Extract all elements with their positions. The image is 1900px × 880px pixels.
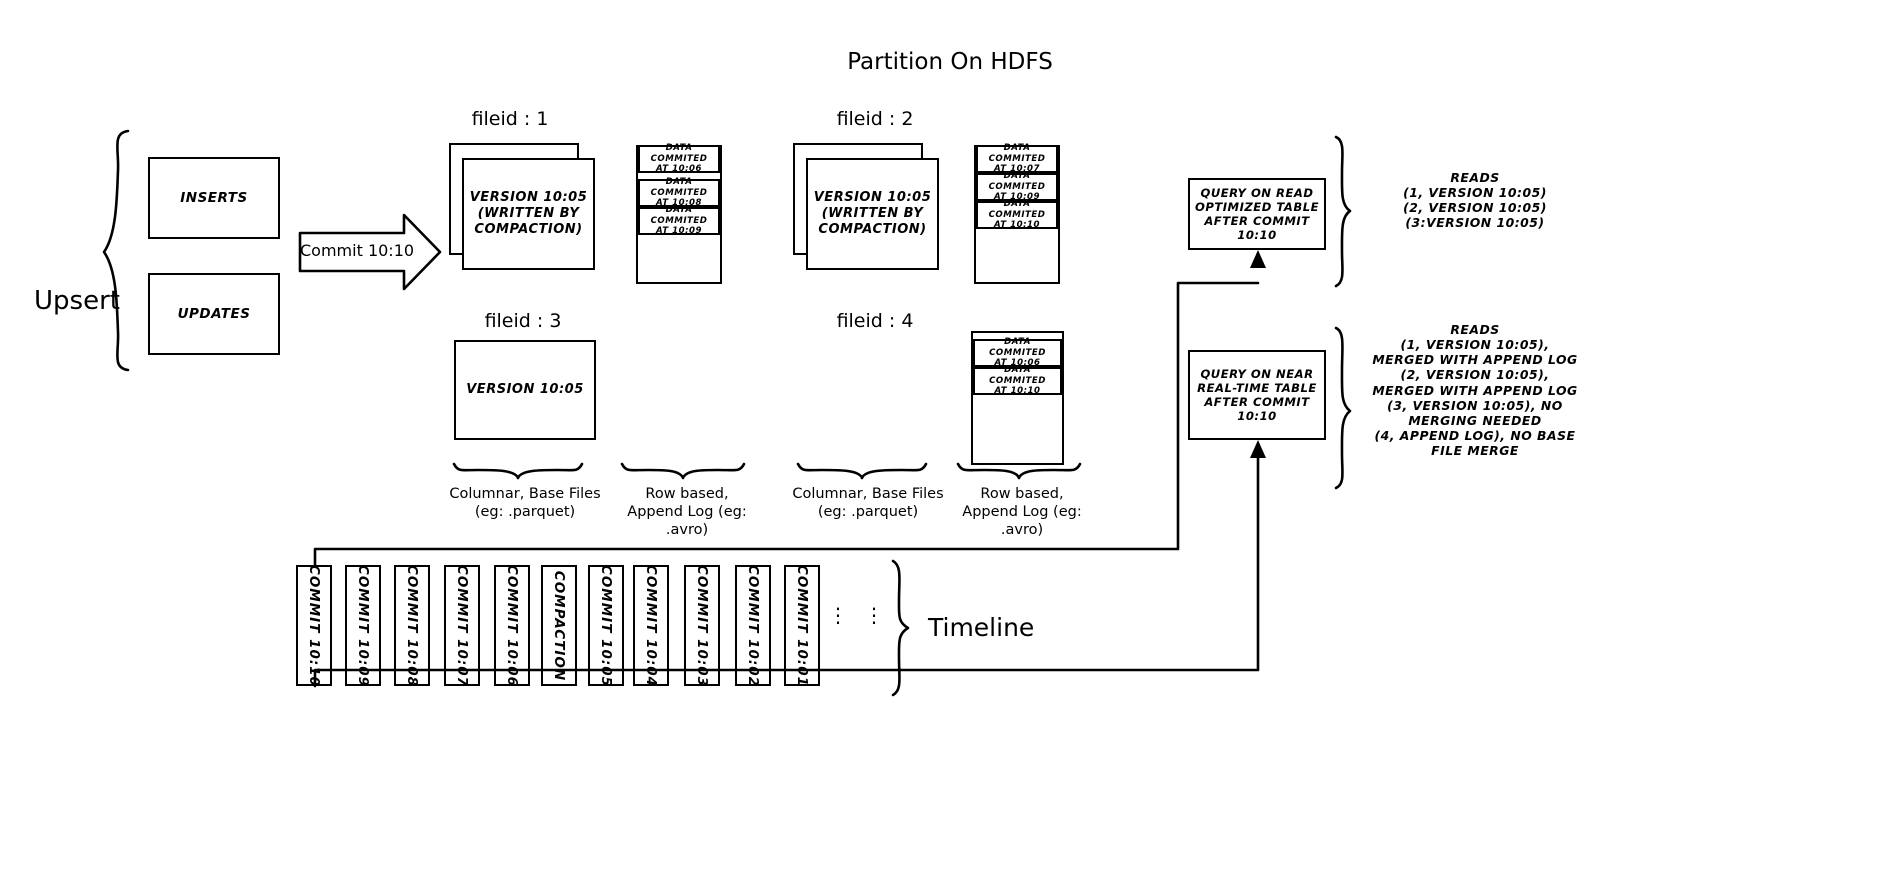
brace-rowbased-right-icon: [956, 462, 1082, 480]
fileid-1-base-file-label: VERSION 10:05 (WRITTEN BY COMPACTION): [469, 190, 588, 237]
timeline-item[interactable]: COMMIT 10:09: [345, 564, 381, 687]
reads-near-real-time-text: READS (1, VERSION 10:05), MERGED WITH AP…: [1372, 322, 1578, 458]
brace-rowbased-left-icon: [620, 462, 746, 480]
timeline-item-label: COMPACTION: [551, 570, 567, 681]
fileid-4-log-file[interactable]: DATA COMMITED AT 10:06 DATA COMMITED AT …: [971, 331, 1064, 465]
arrowhead-to-near-real-time-icon: [1250, 440, 1266, 458]
timeline-ellipsis-2: ⋮: [864, 603, 884, 627]
fileid-3-base-file-label: VERSION 10:05: [466, 382, 584, 398]
timeline-item-label: COMMIT 10:04: [643, 564, 659, 687]
inserts-box[interactable]: INSERTS: [148, 157, 280, 239]
arrowhead-to-read-optimized-icon: [1250, 250, 1266, 268]
timeline-item[interactable]: COMMIT 10:06: [494, 564, 530, 687]
timeline-ellipsis-1: ⋮: [828, 603, 848, 627]
brace-timeline-icon: [891, 559, 910, 697]
caption-rowbased-right: Row based, Append Log (eg: .avro): [962, 486, 1082, 539]
brace-columnar-left-icon: [452, 462, 584, 480]
fileid-2-base-file[interactable]: VERSION 10:05 (WRITTEN BY COMPACTION): [806, 158, 939, 270]
timeline-item-label: COMMIT 10:10: [306, 564, 322, 687]
log-entry: DATA COMMITED AT 10:10: [976, 199, 1058, 230]
caption-columnar-left: Columnar, Base Files (eg: .parquet): [449, 486, 601, 521]
log-entry: DATA COMMITED AT 10:09: [976, 171, 1058, 202]
caption-columnar-right: Columnar, Base Files (eg: .parquet): [792, 486, 944, 521]
fileid-2-heading: fileid : 2: [836, 108, 914, 130]
log-entry: DATA COMMITED AT 10:10: [973, 365, 1062, 396]
caption-rowbased-left: Row based, Append Log (eg: .avro): [627, 486, 747, 539]
timeline-item-label: COMMIT 10:06: [504, 564, 520, 687]
fileid-4-heading: fileid : 4: [836, 310, 914, 332]
fileid-2-base-file-label: VERSION 10:05 (WRITTEN BY COMPACTION): [813, 190, 932, 237]
fileid-1-base-file[interactable]: VERSION 10:05 (WRITTEN BY COMPACTION): [462, 158, 595, 270]
fileid-2-log-file[interactable]: DATA COMMITED AT 10:07 DATA COMMITED AT …: [974, 143, 1060, 284]
timeline-item-label: COMMIT 10:07: [454, 564, 470, 687]
fileid-3-heading: fileid : 3: [484, 310, 562, 332]
updates-label: UPDATES: [177, 305, 251, 322]
fileid-3-base-file[interactable]: VERSION 10:05: [454, 340, 596, 440]
brace-reads-read-optimized-icon: [1334, 135, 1352, 288]
timeline-item-label: COMMIT 10:01: [794, 564, 810, 687]
query-near-real-time-label: QUERY ON NEAR REAL-TIME TABLE AFTER COMM…: [1197, 366, 1317, 424]
brace-reads-near-real-time-icon: [1334, 326, 1352, 490]
inserts-label: INSERTS: [180, 189, 248, 206]
timeline-item[interactable]: COMMIT 10:05: [588, 564, 624, 687]
timeline-label: Timeline: [928, 613, 1035, 642]
timeline-item-label: COMMIT 10:05: [598, 564, 614, 687]
commit-arrow-label: Commit 10:10: [300, 241, 415, 260]
query-read-optimized-box[interactable]: QUERY ON READ OPTIMIZED TABLE AFTER COMM…: [1188, 178, 1326, 250]
updates-box[interactable]: UPDATES: [148, 273, 280, 355]
timeline-item[interactable]: COMMIT 10:10: [296, 564, 332, 687]
timeline-item-label: COMMIT 10:03: [694, 564, 710, 687]
query-near-real-time-box[interactable]: QUERY ON NEAR REAL-TIME TABLE AFTER COMM…: [1188, 350, 1326, 440]
page-title: Partition On HDFS: [847, 49, 1053, 75]
timeline-item-label: COMMIT 10:08: [404, 564, 420, 687]
query-read-optimized-label: QUERY ON READ OPTIMIZED TABLE AFTER COMM…: [1194, 185, 1320, 243]
timeline-item[interactable]: COMMIT 10:04: [633, 564, 669, 687]
timeline-item[interactable]: COMMIT 10:08: [394, 564, 430, 687]
log-entry: DATA COMMITED AT 10:07: [976, 143, 1058, 174]
timeline-item[interactable]: COMMIT 10:01: [784, 564, 820, 687]
timeline-item[interactable]: COMMIT 10:03: [684, 564, 720, 687]
upsert-group-label: Upsert: [34, 286, 120, 316]
timeline-item[interactable]: COMMIT 10:02: [735, 564, 771, 687]
log-entry: DATA COMMITED AT 10:09: [638, 205, 720, 236]
timeline-item[interactable]: COMMIT 10:07: [444, 564, 480, 687]
upsert-brace-icon: [102, 129, 130, 372]
fileid-1-heading: fileid : 1: [471, 108, 549, 130]
reads-read-optimized-text: READS (1, VERSION 10:05) (2, VERSION 10:…: [1403, 170, 1547, 231]
timeline-item-label: COMMIT 10:09: [355, 564, 371, 687]
log-entry: DATA COMMITED AT 10:06: [973, 337, 1062, 368]
log-entry: DATA COMMITED AT 10:06: [638, 143, 720, 174]
fileid-1-log-file[interactable]: DATA COMMITED AT 10:06 DATA COMMITED AT …: [636, 143, 722, 284]
timeline-item-compaction[interactable]: COMPACTION: [541, 565, 577, 686]
timeline-item-label: COMMIT 10:02: [745, 564, 761, 687]
log-entry: DATA COMMITED AT 10:08: [638, 177, 720, 208]
brace-columnar-right-icon: [796, 462, 928, 480]
